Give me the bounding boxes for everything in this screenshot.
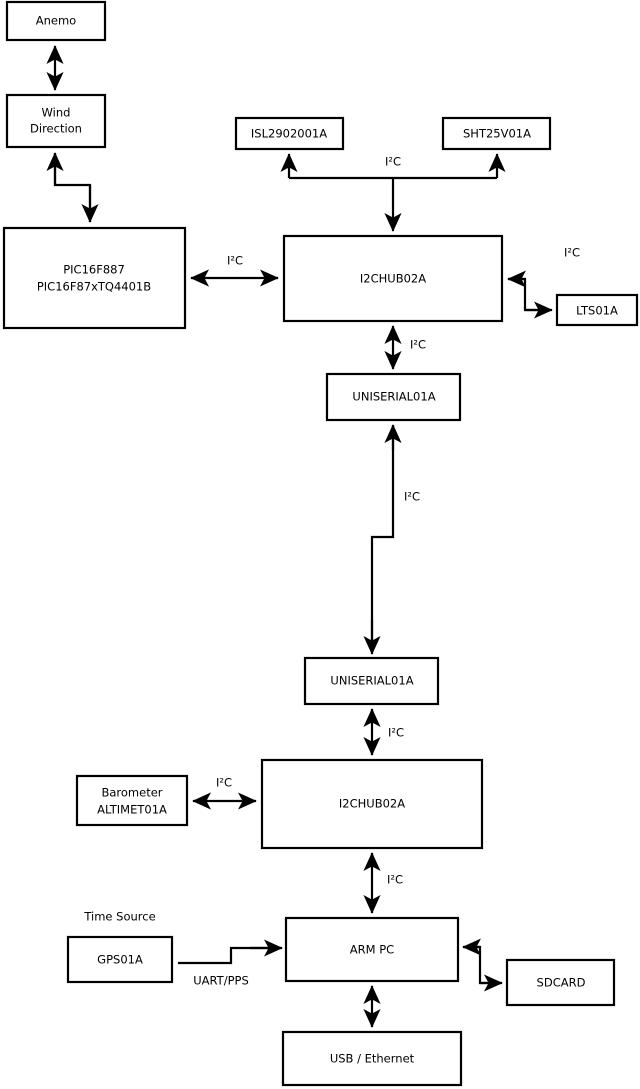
edge-pic-hubtop-label: I²C [227, 254, 243, 268]
node-barometer-label-1: Barometer [101, 786, 162, 800]
node-gps01a[interactable] [66, 935, 174, 984]
label-time-source: Time Source [83, 910, 155, 924]
node-anemo[interactable] [5, 0, 107, 42]
node-wind-direction-label-1: Wind [42, 106, 71, 120]
node-barometer-altimet01a[interactable] [75, 774, 189, 827]
node-uniserial01a-top[interactable] [325, 372, 462, 422]
node-arm-pc-label: ARM PC [350, 943, 394, 957]
node-i2chub02a-bottom-label: I2CHUB02A [339, 797, 405, 811]
edge-uniserial-link-label: I²C [404, 490, 420, 504]
edge-sensor-bus-label: I²C [385, 155, 401, 169]
edge-hubbot-armpc-label-i2c: I²C [387, 873, 403, 887]
node-lts01a[interactable] [555, 293, 639, 327]
node-i2chub02a-top[interactable] [282, 234, 504, 323]
edge-hubtop-lts-path [508, 277, 550, 312]
node-pic-mcu-label-2: PIC16F87xTQ4401B [37, 280, 151, 294]
edge-gps-armpc-label: UART/PPS [193, 974, 249, 988]
node-wind-direction-label-2: Direction [30, 122, 82, 136]
node-anemo-label: Anemo [36, 14, 76, 28]
node-sht25v01a-label: SHT25V01A [463, 127, 531, 141]
edge-winddirection-pic-path [53, 153, 92, 222]
node-usb-ethernet[interactable] [281, 1030, 463, 1087]
node-wind-direction[interactable] [5, 93, 107, 149]
node-sht25v01a[interactable] [441, 116, 552, 151]
node-i2chub02a-top-label: I2CHUB02A [360, 272, 426, 286]
node-uniserial01a-top-label: UNISERIAL01A [352, 390, 435, 404]
node-sdcard-label: SDCARD [537, 976, 586, 990]
node-arm-pc[interactable] [284, 916, 460, 983]
node-i2chub02a-bottom[interactable] [260, 758, 484, 850]
node-isl2902001a-label: ISL2902001A [251, 127, 327, 141]
edge-armpc-sdcard-path [464, 945, 500, 985]
edge-hubtop-uniserialtop-label: I²C [410, 338, 426, 352]
node-pic-mcu-label-1: PIC16F887 [63, 263, 125, 277]
node-isl2902001a[interactable] [234, 116, 345, 151]
node-uniserial01a-bottom-label: UNISERIAL01A [330, 674, 413, 688]
node-barometer-label-2: ALTIMET01A [97, 803, 167, 817]
edge-uniserial-link-path [370, 425, 395, 652]
node-sdcard[interactable] [505, 958, 616, 1007]
node-pic-mcu[interactable] [2, 226, 187, 330]
edge-gps-armpc-path [178, 946, 280, 965]
node-uniserial01a-bottom[interactable] [303, 656, 440, 706]
node-lts01a-label: LTS01A [576, 304, 618, 318]
edge-barometer-hubbot-label: I²C [216, 776, 232, 790]
edge-uniserialbot-hubbot-label: I²C [388, 726, 404, 740]
node-gps01a-label: GPS01A [97, 953, 143, 967]
edge-hubtop-lts-label: I²C [564, 246, 580, 260]
node-usb-ethernet-label: USB / Ethernet [330, 1052, 415, 1066]
